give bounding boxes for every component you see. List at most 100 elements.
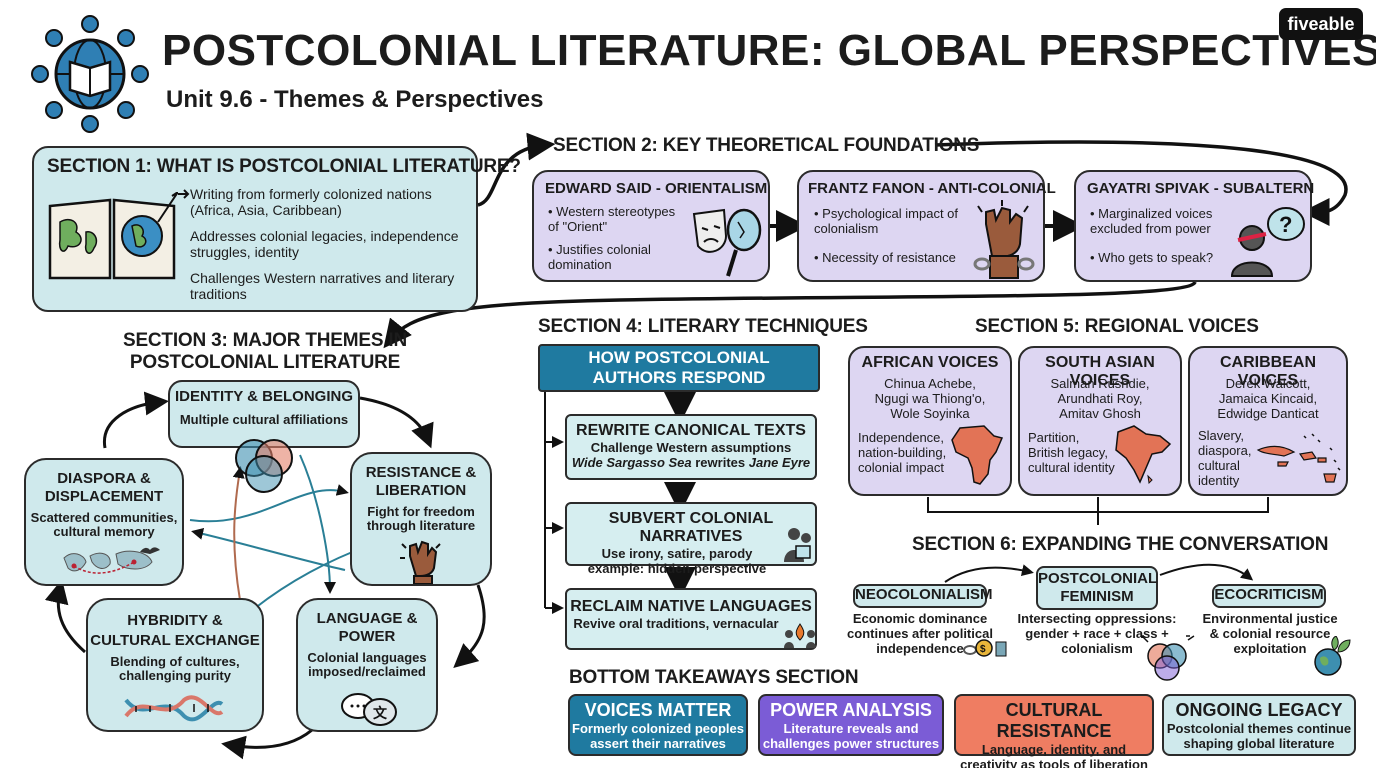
takeaway-line: Postcolonial themes continue [1166,721,1352,736]
takeaway-cultural-resistance: CULTURAL RESISTANCE Language, identity, … [954,694,1154,768]
plant-globe-icon [1314,636,1351,676]
takeaway-voices-matter: VOICES MATTER Formerly colonized peoples… [568,694,748,756]
region-author: Ngugi wa Thiong'o, [874,391,986,406]
region-theme: nation-building, [858,445,947,460]
theorist-name: GAYATRI SPIVAK - SUBALTERN [1087,180,1315,197]
takeaway-title: CULTURAL RESISTANCE [996,700,1112,741]
theorist-point: Psychological impact of colonialism [814,206,959,236]
takeaway-line: assert their narratives [590,736,726,751]
region-card-south-asia [1018,346,1182,496]
technique-subvert: SUBVERT COLONIAL NARRATIVES Use irony, s… [565,502,817,576]
theme-desc: Multiple cultural affiliations [179,412,349,427]
dna-helix-icon [124,695,224,722]
theme-identity-card [168,380,360,448]
region-theme: British legacy, [1028,445,1108,460]
expansion-chip-neocolonialism: NEOCOLONIALISM [853,584,993,608]
region-author: Chinua Achebe, [884,376,976,391]
technique-title: SUBVERT COLONIAL NARRATIVES [608,510,774,545]
theorist-point: Marginalized voices excluded from power [1090,206,1213,236]
section3-heading-line2: POSTCOLONIAL LITERATURE [129,352,401,373]
svg-text:$: $ [980,644,986,655]
takeaway-title: ONGOING LEGACY [1175,700,1343,720]
expansion-line: gender + race + class + [1025,626,1169,641]
section1-heading: SECTION 1: WHAT IS POSTCOLONIAL LITERATU… [47,156,521,177]
world-map-migration-icon [63,550,153,574]
region-title: CARIBBEAN VOICES [1220,354,1316,389]
africa-map-icon [951,425,1004,485]
technique-title: REWRITE CANONICAL TEXTS [576,422,806,439]
takeaways-heading: BOTTOM TAKEAWAYS SECTION [569,667,859,688]
takeaway-line: Literature reveals and [783,721,919,736]
theorist-point: Western stereotypes of "Orient" [548,204,676,234]
theater-mask-mirror-icon [692,208,762,277]
storytelling-fire-icon [784,623,816,648]
takeaway-title: POWER ANALYSIS [770,700,932,720]
raised-fist-icon [400,540,441,584]
theme-title: DIASPORA & [57,470,151,487]
theme-desc: challenging purity [119,668,231,683]
speech-bubbles-icon: 文 [341,693,397,726]
takeaway-line: challenges power structures [762,736,940,751]
region-theme: cultural identity [1028,460,1115,475]
theme-desc: cultural memory [53,524,155,539]
theorist-point: Necessity of resistance [822,250,956,265]
chain-coins-icon: $ [963,639,1007,657]
region-author: Wole Soyinka [890,406,970,421]
theme-title: DISPLACEMENT [44,488,164,505]
theme-desc: through literature [366,518,476,533]
theme-desc: Fight for freedom [367,504,475,519]
expansion-chip-ecocriticism: ECOCRITICISM [1212,584,1326,608]
expansion-chip-feminism: POSTCOLONIAL FEMINISM [1036,566,1158,610]
expansion-line: Environmental justice [1202,611,1338,626]
theorist-point: Who gets to speak? [1098,250,1214,265]
section2-heading: SECTION 2: KEY THEORETICAL FOUNDATIONS [553,135,980,156]
theme-title: LIBERATION [375,482,467,499]
expansion-line: independence [876,641,964,656]
region-theme: Independence, [858,430,945,445]
theme-title: RESISTANCE & [365,464,477,481]
region-title: SOUTH ASIAN VOICES [1045,354,1155,389]
bullet-arrows [178,189,190,199]
svg-text:文: 文 [373,705,388,721]
theme-diaspora-card [24,458,184,586]
theme-desc: Scattered communities, [30,510,178,525]
expansion-line: & colonial resource [1209,626,1331,641]
brand-logo[interactable]: fiveable [1279,8,1363,40]
technique-line: Challenge Western assumptions [590,440,792,455]
takeaway-title: VOICES MATTER [584,700,732,720]
section1-point-2: Addresses colonial legacies, independenc… [190,228,459,260]
expansion-line: exploitation [1233,641,1307,656]
gender-venn-icon [1141,635,1195,681]
techniques-header-box [538,344,820,392]
takeaway-line: creativity as tools of liberation [960,757,1148,768]
technique-line: Revive oral traditions, vernacular [573,616,779,631]
open-book-map-icon [48,192,178,280]
theorist-point: Justifies colonial domination [548,242,651,272]
theme-title: LANGUAGE & [316,610,418,627]
region-author: Arundhati Roy, [1057,391,1143,406]
section6-heading: SECTION 6: EXPANDING THE CONVERSATION [912,534,1329,555]
takeaway-line: shaping global literature [1183,736,1335,751]
globe-book-logo-icon [31,15,149,133]
takeaway-line: Formerly colonized peoples [572,721,744,736]
theme-title: IDENTITY & BELONGING [174,388,354,405]
caribbean-map-icon [1256,433,1341,483]
expansion-line: colonialism [1061,641,1133,656]
technique-line: Use irony, satire, parody [601,546,753,561]
theme-desc: Blending of cultures, [110,654,240,669]
techniques-header-line1: HOW POSTCOLONIAL [588,348,770,367]
region-theme: cultural [1198,458,1240,473]
region-theme: Slavery, [1198,428,1244,443]
bird-icon [140,547,160,554]
expansion-line: continues after political [847,626,993,641]
technique-line: Wide Sargasso Sea rewrites Jane Eyre [571,455,811,470]
region-theme: Partition, [1028,430,1080,445]
region-theme: colonial impact [858,460,944,475]
theme-desc: imposed/reclaimed [308,664,426,679]
technique-reclaim: RECLAIM NATIVE LANGUAGES Revive oral tra… [565,588,817,650]
takeaway-line: Language, identity, and [981,742,1127,757]
theme-title: HYBRIDITY & [127,612,223,629]
reading-figures-icon [784,528,811,562]
region-title: AFRICAN VOICES [861,354,999,371]
